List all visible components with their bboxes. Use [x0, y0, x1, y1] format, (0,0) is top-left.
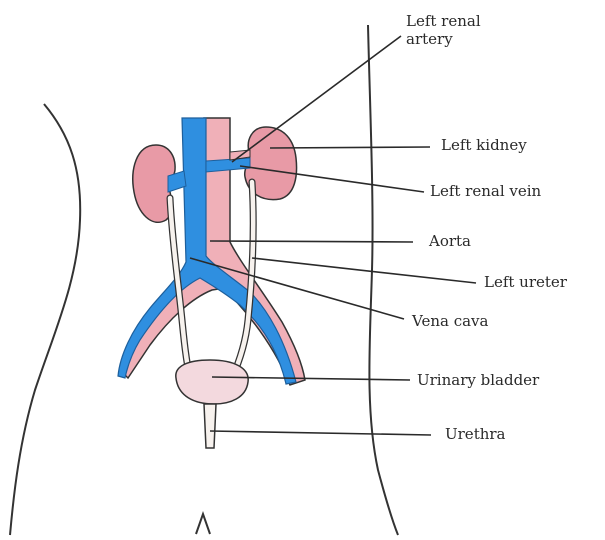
label-left-ureter: Left ureter	[484, 273, 567, 291]
label-urethra: Urethra	[445, 425, 506, 443]
label-vena-cava: Vena cava	[412, 312, 488, 330]
label-left-kidney: Left kidney	[441, 136, 527, 154]
urinary-bladder	[176, 360, 248, 404]
urethra	[204, 404, 216, 448]
crotch-mark	[196, 514, 210, 534]
leader-left-ureter	[252, 258, 476, 283]
label-urinary-bladder: Urinary bladder	[417, 371, 539, 389]
label-aorta: Aorta	[429, 232, 471, 250]
leader-left-renal-artery	[232, 36, 401, 162]
left-renal-vein	[206, 158, 250, 172]
leader-left-kidney	[270, 147, 430, 148]
leader-aorta	[210, 241, 413, 242]
leader-urethra	[210, 431, 431, 435]
label-left-renal-artery-line1: Left renal	[406, 12, 481, 30]
label-left-renal-vein: Left renal vein	[430, 182, 541, 200]
label-left-renal-artery: Left renal artery	[406, 12, 481, 48]
label-left-renal-artery-line2: artery	[406, 30, 481, 48]
